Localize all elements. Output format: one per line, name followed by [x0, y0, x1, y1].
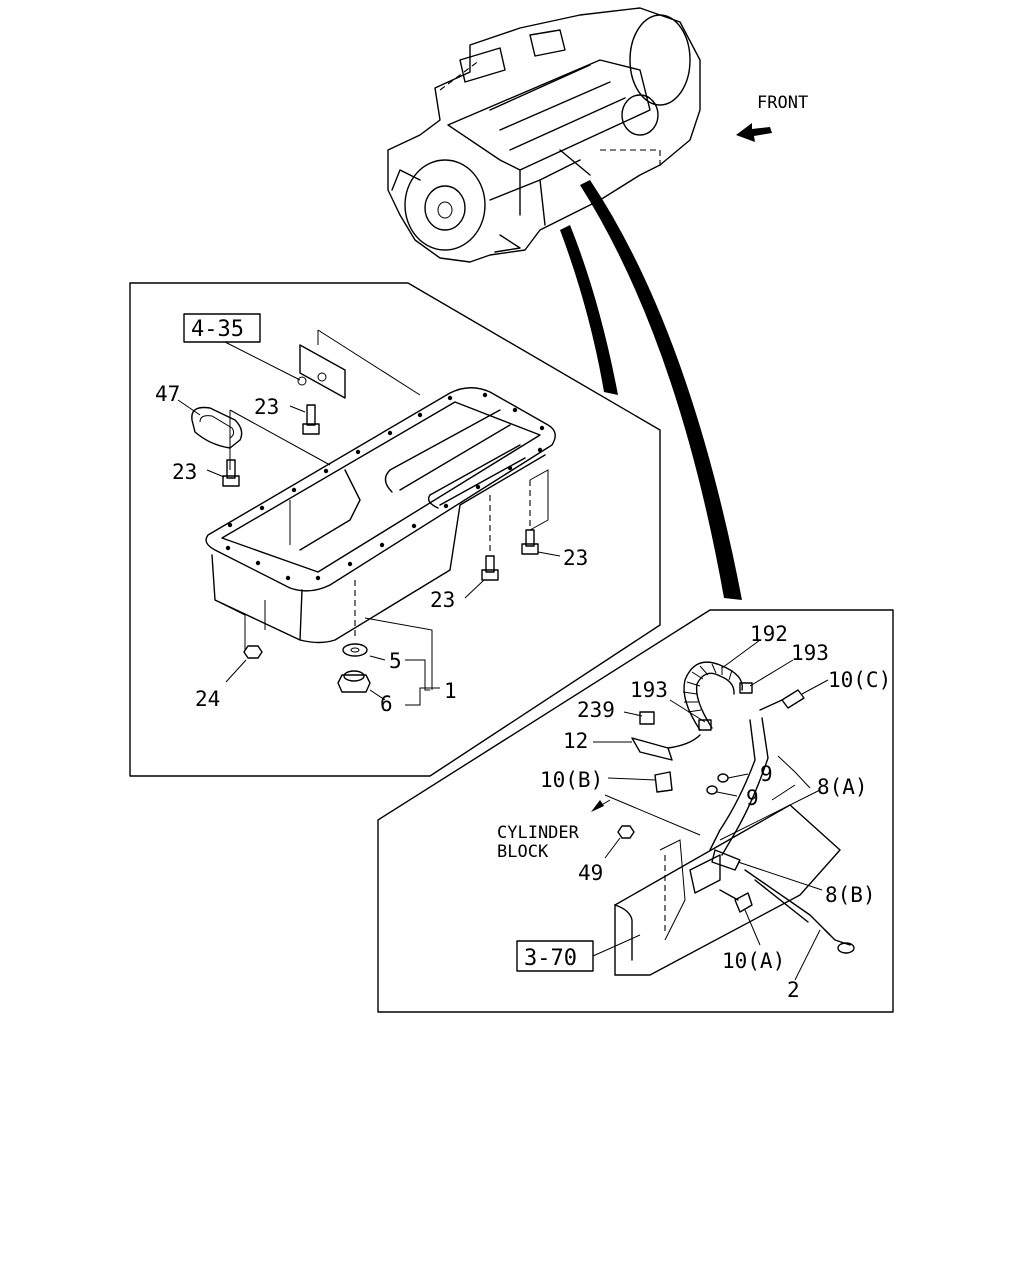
dipstick-panel: 3-70: [377, 609, 894, 1013]
oil-pan-panel: 4-35: [129, 282, 661, 777]
o-ring-9-lower: [706, 785, 718, 795]
callout-10a: 10(A): [722, 949, 785, 973]
pointer-arrow-dipstick: [580, 180, 742, 600]
cylinder-block-arrow-icon: [591, 800, 604, 812]
ref-box-4-35: [183, 313, 261, 343]
cylinder-label: CYLINDER: [497, 823, 580, 843]
bolt-10b: [654, 771, 673, 793]
callout-193-left: 193: [630, 678, 668, 702]
front-label: FRONT: [757, 93, 808, 113]
callout-23-upper: 23: [254, 395, 279, 419]
o-ring-9-upper: [717, 773, 729, 783]
clamp-193-right: [739, 682, 753, 694]
callout-9-lower: 9: [746, 786, 759, 810]
dipstick-panel-border: [377, 609, 894, 1013]
pointer-arrow-oil-pan: [560, 225, 618, 395]
bolt-23-center: [481, 555, 499, 581]
bolt-10c: [781, 689, 805, 709]
callout-193-right: 193: [791, 641, 829, 665]
bolt-10a: [734, 892, 753, 913]
callout-47: 47: [155, 382, 180, 406]
callout-10c: 10(C): [828, 668, 891, 692]
callout-9-upper: 9: [760, 762, 773, 786]
callout-192: 192: [750, 622, 788, 646]
callout-23-center: 23: [430, 588, 455, 612]
callout-2: 2: [787, 978, 800, 1002]
callout-1: 1: [444, 679, 457, 703]
oil-pan-panel-border: [129, 282, 661, 777]
pipe-12: [631, 737, 673, 761]
callout-49: 49: [578, 861, 603, 885]
callout-8a: 8(A): [817, 775, 868, 799]
callout-24: 24: [195, 687, 220, 711]
engine-illustration: [387, 7, 701, 263]
callout-239: 239: [577, 698, 615, 722]
nut-49: [617, 825, 635, 839]
bolt-23-left: [222, 459, 240, 487]
callout-5: 5: [389, 649, 402, 673]
callout-23-left: 23: [172, 460, 197, 484]
front-direction-indicator: FRONT: [736, 93, 808, 142]
callout-8b: 8(B): [825, 883, 876, 907]
callout-6: 6: [380, 692, 393, 716]
bolt-23-upper: [302, 404, 320, 435]
drain-washer-5: [342, 643, 368, 657]
nut-24: [243, 645, 263, 659]
block-label: BLOCK: [497, 842, 549, 862]
front-arrow-icon: [736, 123, 772, 142]
ref-4-35-label: 4-35: [191, 317, 244, 342]
callout-23-right: 23: [563, 546, 588, 570]
clamp-193-left: [698, 719, 712, 731]
fitting-239: [639, 711, 655, 725]
ref-3-70-label: 3-70: [524, 946, 577, 971]
drain-plug-6: [337, 670, 371, 693]
oil-pan-flange: [205, 387, 556, 592]
callout-12: 12: [563, 729, 588, 753]
bolt-23-right: [521, 529, 539, 555]
callout-10b: 10(B): [540, 768, 603, 792]
